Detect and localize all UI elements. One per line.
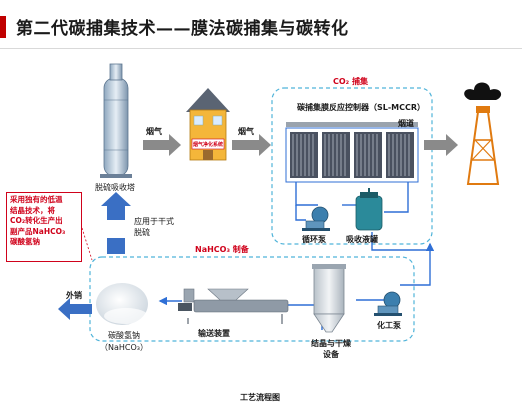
gas-purification-label: 烟气净化系统 bbox=[193, 142, 224, 148]
conveyor-icon bbox=[178, 288, 289, 324]
crystallization-drying-label: 结晶与干燥 设备 bbox=[311, 339, 351, 359]
export-label: 外销 bbox=[66, 291, 82, 300]
desulfurization-tower-label: 脱硫吸收塔 bbox=[95, 183, 135, 192]
chemical-pump-icon bbox=[374, 291, 402, 316]
co2-capture-box bbox=[271, 87, 433, 245]
crystallization-silo-icon bbox=[312, 264, 346, 333]
side-note: 采用独有的低温 结晶技术，将 CO₂转化生产出 副产品NaHCO₃ 碳酸氢钠 bbox=[6, 192, 82, 262]
gas-purification-house-icon bbox=[186, 88, 230, 161]
flue-gas-arrow-2 bbox=[232, 134, 271, 156]
dry-desulfurization-label: 应用于干式 脱硫 bbox=[134, 217, 174, 237]
product-label: 碳酸氢钠 （NaHCO₃） bbox=[100, 331, 148, 352]
nahco3-prep-box bbox=[89, 256, 415, 342]
chemical-pump-label: 化工泵 bbox=[377, 321, 401, 330]
diagram-caption: 工艺流程图 bbox=[240, 393, 280, 402]
note-connector bbox=[81, 227, 93, 261]
conveyor-label: 输送装置 bbox=[198, 329, 230, 338]
flue-gas-label-2: 烟气 bbox=[238, 127, 254, 136]
flue-gas-label-1: 烟气 bbox=[146, 127, 162, 136]
flue-duct-label: 烟道 bbox=[398, 119, 414, 128]
flue-gas-arrow-1 bbox=[143, 134, 181, 156]
absorption-tank-label: 吸收液罐 bbox=[346, 235, 378, 244]
page-title: 第二代碳捕集技术——膜法碳捕集与碳转化 bbox=[16, 19, 349, 39]
sodium-bicarbonate-pile-icon bbox=[96, 283, 148, 325]
title-divider bbox=[0, 48, 522, 49]
oil-well-icon bbox=[464, 82, 502, 185]
circulation-pump-label: 循环泵 bbox=[302, 235, 326, 244]
desulfurization-tower-icon bbox=[100, 63, 132, 178]
absorption-tank-icon bbox=[355, 188, 383, 231]
title-accent-bar bbox=[0, 16, 6, 38]
circulation-pump-icon bbox=[302, 206, 330, 231]
co2-capture-heading: CO₂ 捕集 bbox=[333, 77, 368, 86]
reactor-label: 碳捕集膜反应控制器（SL-MCCR） bbox=[297, 103, 426, 112]
membrane-reactor-modules bbox=[285, 122, 419, 183]
blue-flow-arrows bbox=[58, 192, 435, 320]
flue-gas-arrow-3 bbox=[424, 134, 458, 156]
nahco3-prep-heading: NaHCO₃ 制备 bbox=[195, 245, 249, 254]
